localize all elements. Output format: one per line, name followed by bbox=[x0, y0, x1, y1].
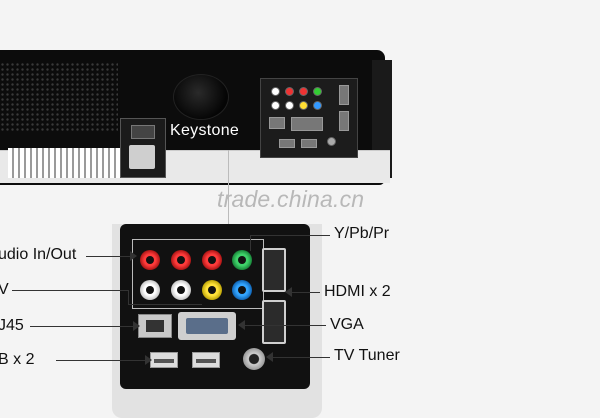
rj45-port bbox=[138, 314, 172, 338]
callout-line bbox=[250, 235, 330, 236]
mini-jack bbox=[299, 87, 308, 96]
component-jack-blue bbox=[232, 280, 252, 300]
speaker-grille bbox=[0, 62, 118, 132]
callout-line bbox=[272, 357, 330, 358]
component-jack-green bbox=[232, 250, 252, 270]
mini-tuner-jack bbox=[327, 137, 336, 146]
audio-jack-white bbox=[140, 280, 160, 300]
keystone-knob bbox=[173, 74, 229, 120]
power-socket bbox=[129, 145, 155, 169]
mini-jack bbox=[285, 101, 294, 110]
callout-arrow bbox=[285, 287, 292, 297]
rear-connector-panel bbox=[260, 78, 358, 158]
audio-jack-red bbox=[171, 250, 191, 270]
callout-vga: VGA bbox=[330, 316, 364, 333]
zoom-leader-line bbox=[228, 150, 229, 225]
mini-vga-port bbox=[291, 117, 323, 131]
callout-arrow bbox=[238, 320, 245, 330]
audio-jack-red bbox=[140, 250, 160, 270]
av-jack-yellow bbox=[202, 280, 222, 300]
callout-usb: B x 2 bbox=[0, 351, 35, 368]
callout-arrow bbox=[133, 321, 140, 331]
callout-line bbox=[30, 326, 134, 327]
mini-hdmi-port bbox=[339, 111, 349, 131]
keystone-label: Keystone bbox=[170, 122, 240, 139]
mini-jack bbox=[299, 101, 308, 110]
callout-line bbox=[290, 292, 320, 293]
vga-port bbox=[178, 312, 236, 340]
callout-line bbox=[56, 360, 146, 361]
mini-rj45-port bbox=[269, 117, 285, 129]
callout-arrow bbox=[130, 251, 137, 261]
callout-line bbox=[250, 235, 251, 251]
usb-port bbox=[150, 352, 178, 368]
callout-line bbox=[12, 290, 128, 291]
callout-av: V bbox=[0, 281, 9, 298]
hdmi-port bbox=[262, 248, 286, 292]
audio-jack-white bbox=[171, 280, 191, 300]
mini-usb-port bbox=[301, 139, 317, 148]
mini-jack bbox=[313, 101, 322, 110]
callout-arrow bbox=[266, 352, 273, 362]
callout-arrow bbox=[145, 355, 152, 365]
mini-jack bbox=[271, 101, 280, 110]
callout-line bbox=[128, 290, 129, 304]
callout-hdmi: HDMI x 2 bbox=[324, 283, 391, 300]
mini-jack bbox=[271, 87, 280, 96]
hdmi-port bbox=[262, 300, 286, 344]
power-module bbox=[120, 118, 166, 178]
mini-jack bbox=[285, 87, 294, 96]
callout-line bbox=[128, 304, 202, 305]
mini-hdmi-port bbox=[339, 85, 349, 105]
component-jack-red bbox=[202, 250, 222, 270]
callout-audio-in-out: udio In/Out bbox=[0, 246, 77, 263]
power-switch bbox=[131, 125, 155, 139]
callout-line bbox=[86, 256, 132, 257]
callout-line bbox=[244, 325, 326, 326]
air-vent bbox=[8, 148, 120, 178]
watermark: trade.china.cn bbox=[217, 186, 365, 212]
callout-ypbpr: Y/Pb/Pr bbox=[334, 225, 390, 242]
callout-rj45: J45 bbox=[0, 317, 24, 334]
mini-jack bbox=[313, 87, 322, 96]
projector-side bbox=[372, 60, 392, 178]
callout-tv-tuner: TV Tuner bbox=[334, 347, 400, 364]
usb-port bbox=[192, 352, 220, 368]
tv-tuner-jack bbox=[243, 348, 265, 370]
mini-usb-port bbox=[279, 139, 295, 148]
